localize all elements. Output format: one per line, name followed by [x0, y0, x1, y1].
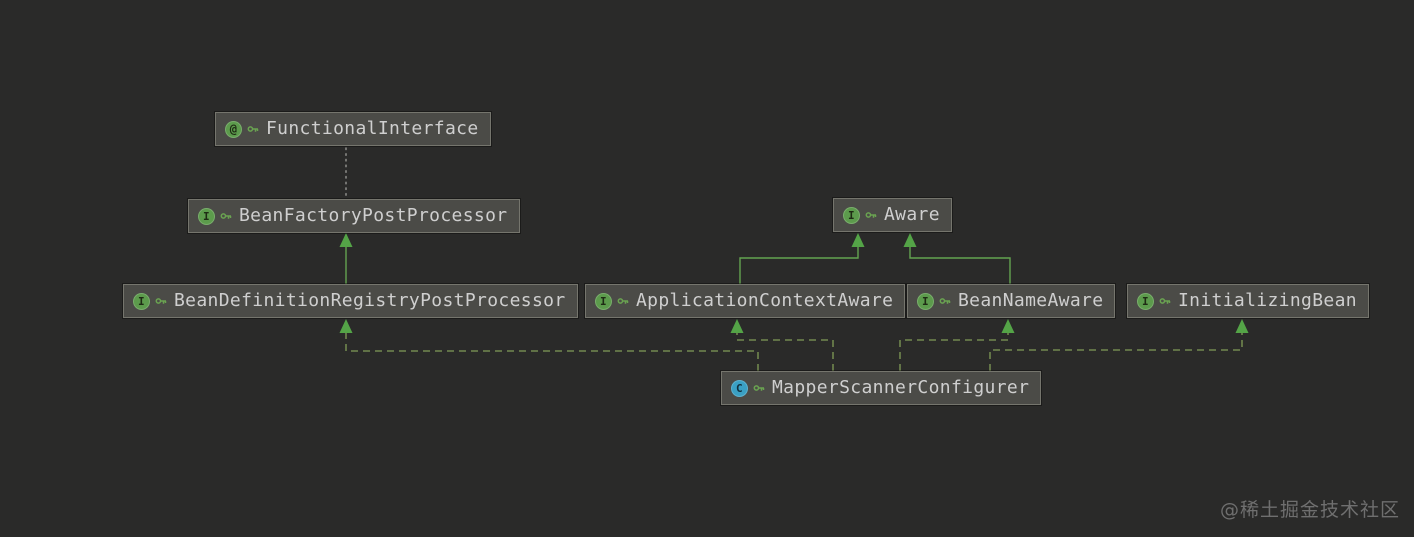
node-functional-interface[interactable]: @ FunctionalInterface [215, 112, 491, 146]
node-bean-name-aware[interactable]: I BeanNameAware [907, 284, 1116, 318]
node-label: ApplicationContextAware [636, 289, 894, 311]
edge-extends-bean-factory-post-processor [339, 233, 353, 284]
edge-extends-aware-from-application-context-aware [739, 233, 865, 284]
edge-extends-aware-from-bean-name-aware [903, 233, 1011, 284]
key-icon [939, 295, 951, 307]
interface-icon: I [133, 292, 150, 310]
node-label: Aware [884, 203, 940, 225]
key-icon [247, 123, 259, 135]
edge-implements-bean-definition-registry-post-processor [339, 319, 759, 371]
node-label: FunctionalInterface [266, 117, 479, 139]
node-bean-definition-registry-post-processor[interactable]: I BeanDefinitionRegistryPostProcessor [123, 284, 578, 318]
node-label: BeanDefinitionRegistryPostProcessor [174, 289, 566, 311]
node-label: InitializingBean [1178, 289, 1357, 311]
node-label: MapperScannerConfigurer [772, 376, 1030, 398]
key-icon [155, 295, 167, 307]
node-mapper-scanner-configurer[interactable]: C MapperScannerConfigurer [721, 371, 1042, 405]
edge-implements-initializing-bean [989, 319, 1249, 371]
juejin-watermark: @稀土掘金技术社区 [1219, 499, 1400, 521]
key-icon [220, 210, 232, 222]
node-label: BeanFactoryPostProcessor [239, 204, 508, 226]
interface-icon: I [595, 292, 612, 310]
node-label: BeanNameAware [958, 289, 1104, 311]
key-icon [617, 295, 629, 307]
interface-icon: I [198, 207, 215, 225]
key-icon [1159, 295, 1171, 307]
key-icon [753, 382, 765, 394]
interface-icon: I [1137, 292, 1154, 310]
edge-implements-bean-name-aware [899, 319, 1015, 371]
node-application-context-aware[interactable]: I ApplicationContextAware [585, 284, 906, 318]
node-initializing-bean[interactable]: I InitializingBean [1127, 284, 1369, 318]
edge-implements-application-context-aware [730, 319, 834, 371]
key-icon [865, 209, 877, 221]
annotation-icon: @ [225, 120, 242, 138]
interface-icon: I [917, 292, 934, 310]
interface-icon: I [843, 206, 860, 224]
class-icon: C [731, 379, 748, 397]
node-aware[interactable]: I Aware [833, 198, 952, 232]
node-bean-factory-post-processor[interactable]: I BeanFactoryPostProcessor [188, 199, 520, 233]
